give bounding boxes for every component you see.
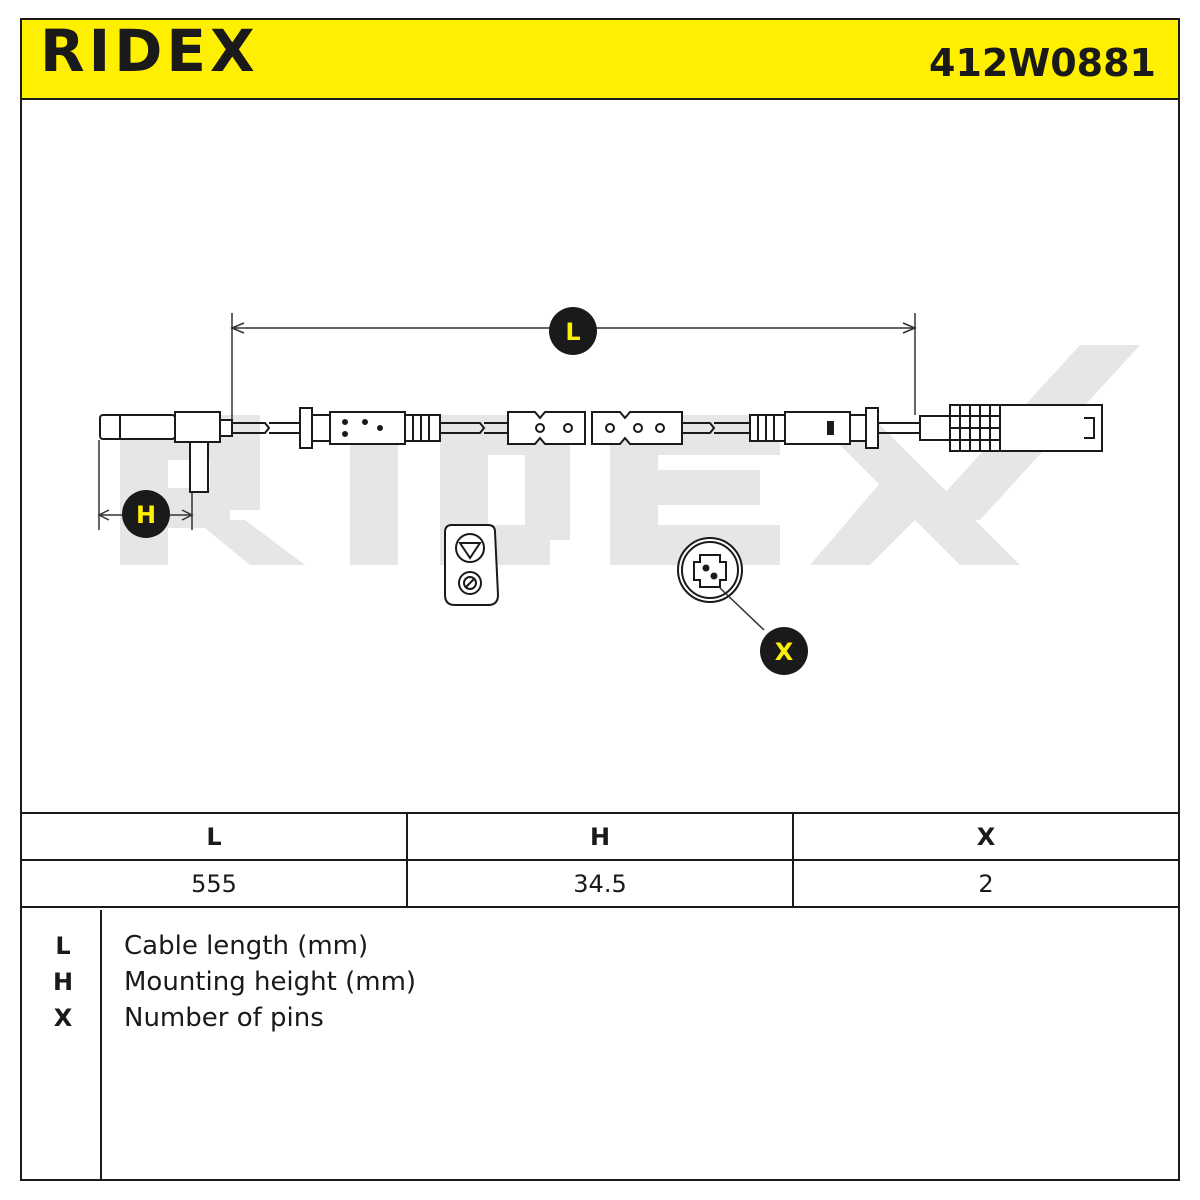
connector-plug bbox=[919, 404, 1103, 452]
technical-drawing: L H X bbox=[20, 100, 1180, 812]
spec-table-header-row: L H X bbox=[20, 812, 1180, 861]
legend-symbol-H: H bbox=[52, 968, 74, 996]
callout-H-label: H bbox=[136, 501, 156, 529]
cable bbox=[232, 422, 920, 434]
sensor-drawing-svg: L H X bbox=[97, 307, 1140, 675]
grommet-2 bbox=[749, 407, 879, 449]
callout-H bbox=[122, 490, 170, 538]
callout-L-label: L bbox=[565, 318, 580, 346]
grommet-1 bbox=[299, 407, 441, 449]
brand-logo: RIDEX bbox=[40, 17, 259, 85]
callout-L bbox=[549, 307, 597, 355]
part-number: 412W0881 bbox=[929, 41, 1156, 85]
legend-symbol-column bbox=[20, 910, 102, 1181]
spec-value-L: 555 bbox=[20, 859, 408, 908]
spec-value-H: 34.5 bbox=[406, 859, 794, 908]
sensor-head bbox=[99, 411, 233, 493]
callout-X bbox=[760, 627, 808, 675]
header-bar bbox=[20, 18, 1180, 100]
legend-text-H: Mounting height (mm) bbox=[124, 967, 417, 997]
legend-symbol-X: X bbox=[53, 1004, 73, 1032]
spec-header-L: L bbox=[20, 812, 408, 861]
spec-table: L H X 555 34.5 2 bbox=[20, 812, 1180, 908]
callout-X-label: X bbox=[775, 638, 794, 666]
legend: L Cable length (mm) H Mounting height (m… bbox=[20, 910, 1180, 1181]
legend-symbol-L: L bbox=[55, 932, 71, 960]
legend-text-X: Number of pins bbox=[124, 1003, 324, 1033]
spec-value-X: 2 bbox=[792, 859, 1180, 908]
sensor-mount-detail bbox=[444, 524, 500, 606]
clip-double bbox=[507, 411, 683, 445]
spec-header-H: H bbox=[406, 812, 794, 861]
watermark-logo bbox=[120, 345, 1140, 565]
legend-text-L: Cable length (mm) bbox=[124, 931, 369, 961]
spec-table-value-row: 555 34.5 2 bbox=[20, 859, 1180, 908]
spec-header-X: X bbox=[792, 812, 1180, 861]
connector-face-detail bbox=[677, 537, 765, 631]
